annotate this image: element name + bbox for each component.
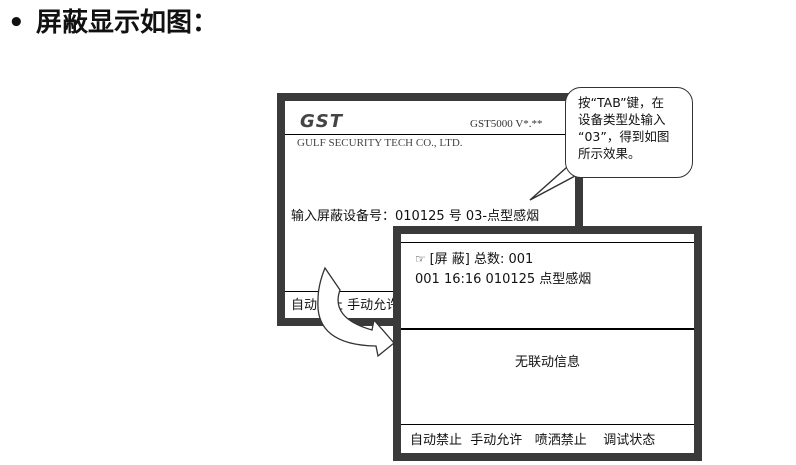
hand-pointer-icon: ☞ bbox=[415, 252, 430, 266]
status-spray: 喷洒禁止 bbox=[534, 433, 587, 448]
gst-logo: GST bbox=[300, 111, 344, 132]
status-bar: 自动禁止 手动允许 喷洒禁止 调试状态 bbox=[410, 429, 655, 448]
linkage-info: 无联动信息 bbox=[514, 355, 580, 370]
model-version: GST5000 V*.** bbox=[470, 118, 543, 130]
callout-line: “03”，得到如图 bbox=[578, 129, 670, 144]
company-name: GULF SECURITY TECH CO., LTD. bbox=[297, 137, 463, 149]
callout-line: 设备类型处输入 bbox=[578, 112, 666, 127]
callout-line: 所示效果。 bbox=[578, 146, 641, 161]
title-text: 屏蔽显示如图： bbox=[36, 8, 219, 38]
mask-record: 001 16:16 010125 点型感烟 bbox=[415, 272, 592, 287]
mask-header: ☞ [屏 蔽] 总数: 001 bbox=[415, 252, 534, 267]
screen-result: ☞ [屏 蔽] 总数: 001 001 16:16 010125 点型感烟 无联… bbox=[393, 226, 702, 461]
bullet: • bbox=[8, 8, 25, 38]
status-debug: 调试状态 bbox=[603, 433, 656, 448]
divider bbox=[401, 424, 694, 425]
callout-bubble: 按“TAB”键，在 设备类型处输入 “03”，得到如图 所示效果。 bbox=[565, 87, 693, 178]
slide-title: • 屏蔽显示如图： bbox=[8, 2, 218, 39]
divider bbox=[401, 242, 694, 243]
status-auto: 自动禁止 bbox=[410, 433, 463, 448]
divider bbox=[401, 328, 694, 330]
status-manual: 手动允许 bbox=[470, 433, 523, 448]
divider bbox=[285, 134, 570, 135]
device-prompt: 输入屏蔽设备号：010125 号 03-点型感烟 bbox=[291, 209, 540, 224]
callout-line: 按“TAB”键，在 bbox=[578, 95, 665, 110]
